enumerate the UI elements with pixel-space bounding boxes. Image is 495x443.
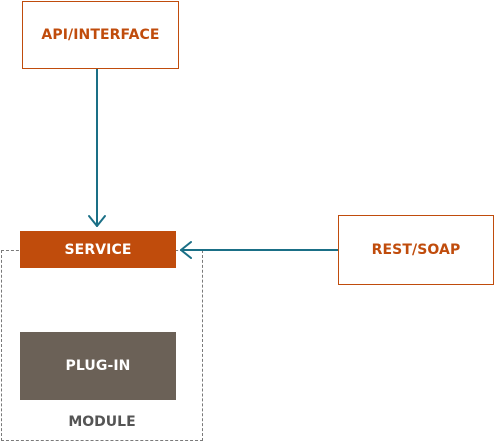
edge-api-to-service <box>88 68 106 227</box>
rest-soap-label: REST/SOAP <box>371 242 461 258</box>
plug-in-node[interactable]: PLUG-IN <box>20 332 176 400</box>
edge-rest-to-service <box>180 241 339 259</box>
api-interface-node[interactable]: API/INTERFACE <box>22 1 179 69</box>
plug-in-label: PLUG-IN <box>65 358 131 374</box>
edge-api-to-service-arrowhead <box>88 215 106 227</box>
service-node[interactable]: SERVICE <box>20 231 176 268</box>
rest-soap-node[interactable]: REST/SOAP <box>338 215 494 285</box>
api-interface-label: API/INTERFACE <box>41 27 160 43</box>
edge-rest-to-service-arrowhead <box>180 241 192 259</box>
module-group-label: MODULE <box>68 414 136 430</box>
service-label: SERVICE <box>64 241 132 258</box>
